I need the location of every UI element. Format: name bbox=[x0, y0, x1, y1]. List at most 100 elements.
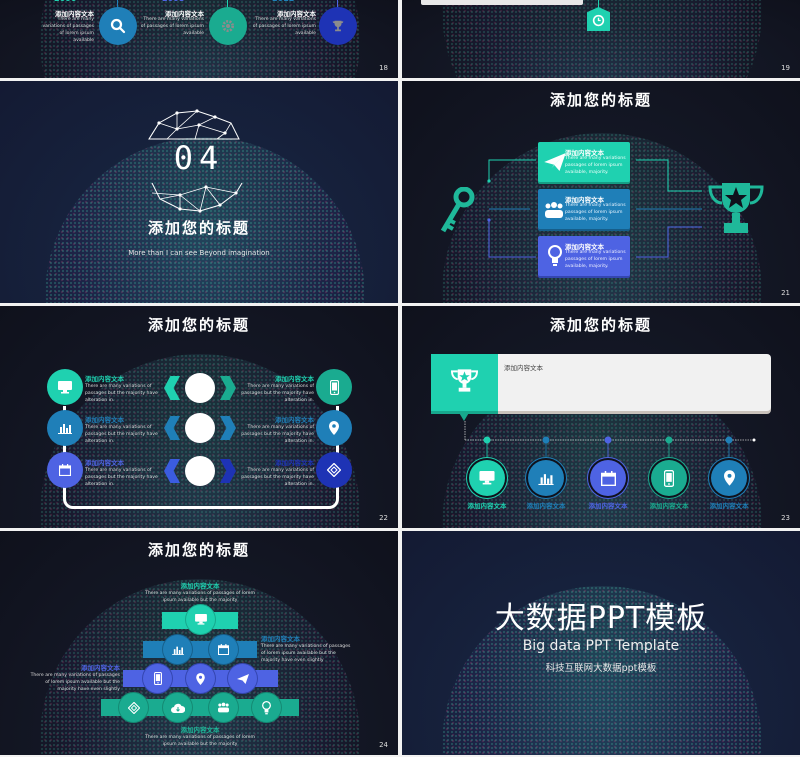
bar-chart-icon bbox=[58, 422, 72, 434]
year-label: 2008 bbox=[162, 0, 184, 3]
slide-title: 添加您的标题 bbox=[147, 541, 250, 559]
left-item-2: 添加内容文本 There are many variations of pass… bbox=[85, 414, 161, 445]
timeline-smartphone[interactable] bbox=[651, 460, 687, 496]
monitor-circle[interactable] bbox=[47, 369, 83, 405]
cloud-download-icon bbox=[170, 703, 185, 713]
text-title: 添加内容文本 bbox=[261, 635, 300, 643]
cover-subtitle-en: Big data PPT Template bbox=[522, 638, 680, 654]
users-icon bbox=[217, 702, 230, 713]
timeline-monitor[interactable] bbox=[469, 460, 505, 496]
gear-circle[interactable] bbox=[209, 7, 247, 45]
item-title: 添加内容文本 bbox=[275, 375, 314, 383]
flow-box-1[interactable]: 添加内容文本 There are many variations passage… bbox=[538, 142, 630, 182]
item-title: 添加内容文本 bbox=[85, 375, 124, 383]
pyramid-monitor[interactable] bbox=[186, 605, 215, 634]
bar-chart-circle[interactable] bbox=[47, 410, 83, 446]
search-icon bbox=[109, 17, 127, 35]
center-circle bbox=[185, 373, 215, 403]
center-row-3 bbox=[164, 456, 236, 486]
banner-icon-panel bbox=[431, 354, 498, 421]
slide-cover[interactable]: 大数据PPT模板 Big data PPT Template 科技互联网大数据p… bbox=[402, 531, 800, 755]
section-number: 04 bbox=[173, 139, 225, 177]
slide-21[interactable]: 添加您的标题 添加内容文本 There are many variations … bbox=[402, 81, 800, 303]
pyramid-smartphone[interactable] bbox=[143, 664, 172, 693]
right-text: 添加内容文本 There are many variations of pass… bbox=[261, 633, 355, 664]
slide-number: 19 bbox=[781, 64, 790, 72]
map-pin-icon bbox=[196, 672, 205, 685]
text-body: There are many variations of passages of… bbox=[145, 735, 255, 747]
clock-badge[interactable] bbox=[587, 7, 610, 31]
trophy-icon bbox=[331, 19, 345, 33]
lightbulb-icon bbox=[262, 700, 271, 715]
timeline-connectors bbox=[464, 421, 756, 459]
slide-number: 23 bbox=[781, 514, 790, 522]
center-circle bbox=[185, 413, 215, 443]
calendar-circle[interactable] bbox=[47, 452, 83, 488]
pyramid-users[interactable] bbox=[209, 693, 238, 722]
slide-18[interactable]: 2006 添加内容文本 There are many variations of… bbox=[0, 0, 398, 78]
pyramid-lightbulb[interactable] bbox=[252, 693, 281, 722]
trophy-circle[interactable] bbox=[319, 7, 357, 45]
item-title: 添加内容文本 bbox=[165, 10, 204, 18]
cube-icon bbox=[127, 701, 140, 714]
item-title: 添加内容文本 bbox=[85, 416, 124, 424]
pyramid-bar-2 bbox=[143, 641, 257, 658]
map-pin-circle[interactable] bbox=[316, 410, 352, 446]
trophy-icon bbox=[708, 181, 764, 237]
left-item-3: 添加内容文本 There are many variations of pass… bbox=[85, 457, 161, 488]
pyramid-map-pin[interactable] bbox=[186, 664, 215, 693]
pyramid-cube[interactable] bbox=[119, 693, 148, 722]
search-circle[interactable] bbox=[99, 7, 137, 45]
text-body: There are many variations of passages of… bbox=[261, 644, 351, 663]
right-item-1: 添加内容文本 There are many variations of pass… bbox=[238, 373, 314, 404]
text-body: There are many variations of passages of… bbox=[145, 591, 255, 603]
slide-22[interactable]: 添加您的标题 添加内容文本 There are many variations … bbox=[0, 306, 398, 528]
left-item-1: 添加内容文本 There are many variations of pass… bbox=[85, 373, 161, 404]
year-label: 2006 bbox=[54, 0, 76, 3]
pyramid-cloud-download[interactable] bbox=[163, 693, 192, 722]
map-pin-icon bbox=[329, 421, 339, 435]
pyramid-calendar[interactable] bbox=[209, 635, 238, 664]
slide-number: 18 bbox=[379, 64, 388, 72]
smartphone-circle[interactable] bbox=[316, 369, 352, 405]
timeline-calendar[interactable] bbox=[590, 460, 626, 496]
banner-text: 添加内容文本 bbox=[504, 364, 543, 372]
network-dome-bottom-icon bbox=[150, 181, 244, 213]
flow-box-3[interactable]: 添加内容文本 There are many variations passage… bbox=[538, 236, 630, 276]
center-row-1 bbox=[164, 373, 236, 403]
pyramid-paper-plane[interactable] bbox=[228, 664, 257, 693]
timeline-bar-chart[interactable] bbox=[528, 460, 564, 496]
slide-section-04[interactable]: 04 添加您的标题 More than I can see Beyond ima… bbox=[0, 81, 398, 303]
flow-box-2[interactable]: 添加内容文本 There are many variations passage… bbox=[538, 189, 630, 229]
connector-line bbox=[117, 0, 118, 8]
item-body: There are many variations of passages of… bbox=[140, 17, 204, 36]
slide-number: 21 bbox=[781, 289, 790, 297]
bottom-text: 添加内容文本 There are many variations of pass… bbox=[140, 724, 260, 748]
item-body: There are many variations of passages bu… bbox=[241, 384, 314, 403]
timeline-map-pin[interactable] bbox=[711, 460, 747, 496]
smartphone-icon bbox=[664, 469, 674, 487]
smartphone-icon bbox=[329, 379, 339, 395]
connector-line bbox=[227, 0, 228, 8]
pyramid-bar-chart[interactable] bbox=[163, 635, 192, 664]
right-item-2: 添加内容文本 There are many variations of pass… bbox=[238, 414, 314, 445]
chevron-right-icon bbox=[220, 416, 236, 440]
paper-plane-icon bbox=[236, 673, 249, 684]
center-row-2 bbox=[164, 413, 236, 443]
chevron-right-icon bbox=[220, 376, 236, 400]
item-body: There are many variations of passages of… bbox=[42, 17, 94, 43]
text-title: 添加内容文本 bbox=[180, 726, 220, 734]
slide-23[interactable]: 添加您的标题 添加内容文本 bbox=[402, 306, 800, 528]
slide-number: 24 bbox=[379, 741, 388, 749]
banner: 添加内容文本 bbox=[431, 354, 771, 421]
cube-circle[interactable] bbox=[316, 452, 352, 488]
clock-icon bbox=[592, 14, 605, 27]
timeline-label-3: 添加内容文本 bbox=[588, 502, 628, 510]
item-title: 添加内容文本 bbox=[55, 10, 94, 18]
monitor-icon bbox=[58, 380, 72, 394]
slide-24[interactable]: 添加您的标题 添加内容文本 There are many variations … bbox=[0, 531, 398, 755]
slide-19[interactable]: 19 bbox=[402, 0, 800, 78]
connector-line bbox=[337, 0, 338, 8]
box-title: 添加内容文本 bbox=[565, 243, 604, 251]
calendar-icon bbox=[218, 644, 229, 655]
